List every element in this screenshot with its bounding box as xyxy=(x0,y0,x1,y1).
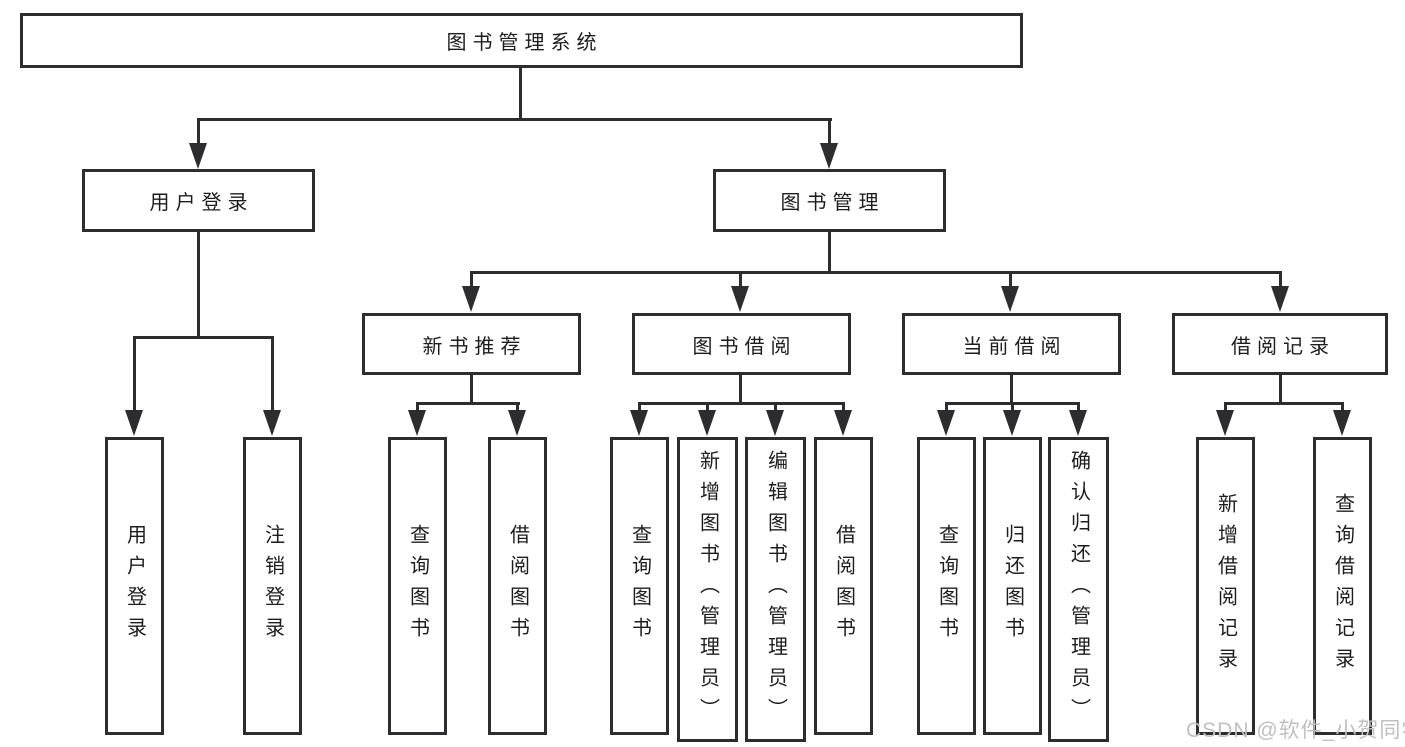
node-current-borrowing: 当前借阅 xyxy=(902,313,1121,375)
node-label: 图书管理系统 xyxy=(446,32,603,54)
node-label: 查询图书 xyxy=(935,524,958,648)
node-label: 查询借阅记录 xyxy=(1331,493,1354,679)
connector-line xyxy=(828,118,831,146)
node-add-books-admin: 新增图书（管理员） xyxy=(677,437,738,742)
node-query-borrowing-record: 查询借阅记录 xyxy=(1313,437,1372,735)
node-label: 用户登录 xyxy=(123,524,146,648)
node-label: 编辑图书（管理员） xyxy=(764,450,787,729)
node-query-books-2: 查询图书 xyxy=(610,437,669,735)
arrow-down-icon xyxy=(1001,286,1019,312)
node-label: 用户登录 xyxy=(149,192,254,214)
node-label: 图书管理 xyxy=(780,192,885,214)
node-label: 归还图书 xyxy=(1001,524,1024,648)
connector-line xyxy=(1224,402,1227,414)
node-label: 借阅图书 xyxy=(506,524,529,648)
connector-line xyxy=(470,271,473,291)
arrow-down-icon xyxy=(731,286,749,312)
arrow-down-icon xyxy=(820,143,838,169)
connector-line xyxy=(774,402,777,414)
arrow-down-icon xyxy=(834,410,852,436)
connector-line xyxy=(1010,375,1013,405)
arrow-down-icon xyxy=(125,410,143,436)
connector-line xyxy=(516,402,519,414)
connector-line xyxy=(739,271,742,291)
connector-line xyxy=(416,402,419,414)
node-label: 当前借阅 xyxy=(962,335,1067,358)
node-label: 图书借阅 xyxy=(692,335,797,358)
node-book-management: 图书管理 xyxy=(713,169,946,232)
connector-line xyxy=(1224,402,1344,405)
node-borrow-books-2: 借阅图书 xyxy=(814,437,873,735)
arrow-down-icon xyxy=(263,410,281,436)
connector-line xyxy=(197,118,200,146)
connector-line xyxy=(739,375,742,405)
arrow-down-icon xyxy=(1216,410,1234,436)
node-book-borrowing: 图书借阅 xyxy=(632,313,851,375)
arrow-down-icon xyxy=(698,410,716,436)
connector-line xyxy=(133,336,274,339)
node-label: 确认归还（管理员） xyxy=(1067,450,1090,729)
node-logout: 注销登录 xyxy=(243,437,302,735)
connector-line xyxy=(638,402,641,414)
node-add-borrowing-record: 新增借阅记录 xyxy=(1196,437,1255,735)
arrow-down-icon xyxy=(1333,410,1351,436)
connector-line xyxy=(416,402,520,405)
node-label: 注销登录 xyxy=(261,524,284,648)
connector-line xyxy=(638,402,845,405)
arrow-down-icon xyxy=(1271,286,1289,312)
node-label: 借阅图书 xyxy=(832,524,855,648)
arrow-down-icon xyxy=(1069,410,1087,436)
arrow-down-icon xyxy=(462,286,480,312)
node-edit-books-admin: 编辑图书（管理员） xyxy=(745,437,806,742)
node-label: 查询图书 xyxy=(406,524,429,648)
connector-line xyxy=(197,118,832,121)
node-label: 新增借阅记录 xyxy=(1214,493,1237,679)
arrow-down-icon xyxy=(630,410,648,436)
connector-line xyxy=(470,375,473,405)
arrow-down-icon xyxy=(408,410,426,436)
node-new-book-recommendation: 新书推荐 xyxy=(362,313,581,375)
arrow-down-icon xyxy=(766,410,784,436)
connector-line xyxy=(1341,402,1344,414)
csdn-watermark: CSDN @软件_小贺同学 xyxy=(1186,719,1405,742)
connector-line xyxy=(1279,271,1282,291)
node-query-books-3: 查询图书 xyxy=(917,437,976,735)
connector-line xyxy=(828,232,831,274)
node-query-books-1: 查询图书 xyxy=(388,437,447,735)
node-borrow-books-1: 借阅图书 xyxy=(488,437,547,735)
node-return-books: 归还图书 xyxy=(983,437,1042,735)
node-label: 新书推荐 xyxy=(422,335,527,358)
node-confirm-return-admin: 确认归还（管理员） xyxy=(1048,437,1109,742)
node-borrowing-records: 借阅记录 xyxy=(1172,313,1388,375)
arrow-down-icon xyxy=(508,410,526,436)
connector-line xyxy=(842,402,845,414)
connector-line xyxy=(1009,271,1012,291)
connector-line xyxy=(1279,375,1282,405)
connector-line xyxy=(197,232,200,339)
arrow-down-icon xyxy=(937,410,955,436)
arrow-down-icon xyxy=(1003,410,1021,436)
node-user-login-action: 用户登录 xyxy=(105,437,164,735)
connector-line xyxy=(945,402,948,414)
connector-line xyxy=(519,68,522,121)
node-library-management-system: 图书管理系统 xyxy=(20,13,1023,68)
connector-line xyxy=(1011,402,1014,414)
connector-line xyxy=(470,271,1282,274)
node-label: 查询图书 xyxy=(628,524,651,648)
connector-line xyxy=(133,336,136,412)
node-label: 新增图书（管理员） xyxy=(696,450,719,729)
connector-line xyxy=(271,336,274,412)
connector-line xyxy=(1077,402,1080,414)
connector-line xyxy=(706,402,709,414)
node-label: 借阅记录 xyxy=(1231,335,1335,358)
arrow-down-icon xyxy=(189,143,207,169)
node-user-login: 用户登录 xyxy=(82,169,315,232)
